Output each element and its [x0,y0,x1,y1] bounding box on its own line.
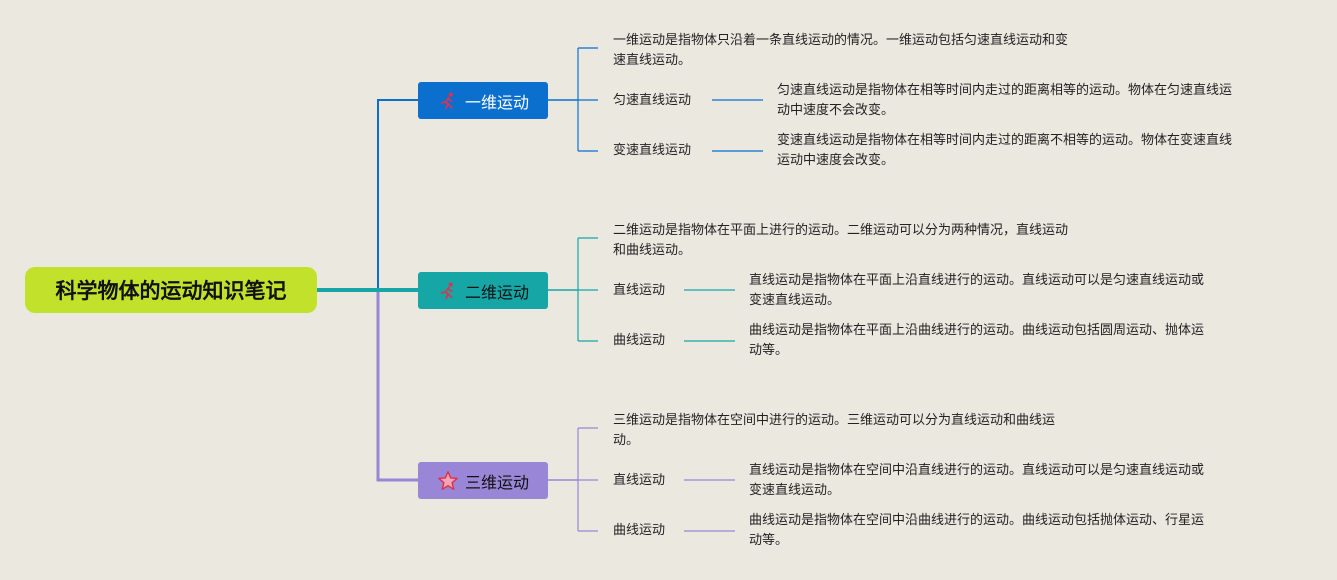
subtopic-label[interactable]: 匀速直线运动 [613,93,692,108]
root-to-branch-1d [317,99,418,291]
branch-label: 一维运动 [464,92,529,112]
subtopic-label[interactable]: 变速直线运动 [613,143,692,158]
root-topic-label: 科学物体的运动知识笔记 [55,279,287,303]
branch-summary: 一维运动是指物体只沿着一条直线运动的情况。一维运动包括匀速直线运动和变速直线运动… [613,33,1069,68]
subtopic-label[interactable]: 曲线运动 [613,523,666,538]
subtopic-description: 直线运动是指物体在平面上沿直线进行的运动。直线运动可以是匀速直线运动或变速直线运… [749,273,1205,308]
branch-topic-2d[interactable]: 二维运动 [418,272,548,309]
branch-summary: 二维运动是指物体在平面上进行的运动。二维运动可以分为两种情况，直线运动和曲线运动… [613,223,1069,258]
subtopic-description: 变速直线运动是指物体在相等时间内走过的距离不相等的运动。物体在变速直线运动中速度… [777,133,1233,168]
running-figure-icon [440,282,453,299]
subtopic-label[interactable]: 直线运动 [613,473,666,488]
root-to-branch-3d [317,288,418,482]
subtopic-description: 曲线运动是指物体在平面上沿曲线进行的运动。曲线运动包括圆周运动、抛体运动等。 [749,323,1205,358]
branch-topic-3d[interactable]: 三维运动 [418,462,548,499]
subtopic-label[interactable]: 曲线运动 [613,333,666,348]
branch-label: 三维运动 [464,472,529,492]
branch-summary: 三维运动是指物体在空间中进行的运动。三维运动可以分为直线运动和曲线运动。 [613,413,1056,448]
subtopic-label[interactable]: 直线运动 [613,283,666,298]
star-icon [438,470,458,490]
subtopic-description: 匀速直线运动是指物体在相等时间内走过的距离相等的运动。物体在匀速直线运动中速度不… [777,83,1233,118]
subtopic-description: 曲线运动是指物体在空间中沿曲线进行的运动。曲线运动包括抛体运动、行星运动等。 [749,513,1205,548]
subtopic-description: 直线运动是指物体在空间中沿直线进行的运动。直线运动可以是匀速直线运动或变速直线运… [749,463,1205,498]
root-topic[interactable]: 科学物体的运动知识笔记 [25,267,317,313]
branch-label: 二维运动 [464,282,529,302]
running-figure-icon [440,92,453,109]
branch-topic-1d[interactable]: 一维运动 [418,82,548,119]
